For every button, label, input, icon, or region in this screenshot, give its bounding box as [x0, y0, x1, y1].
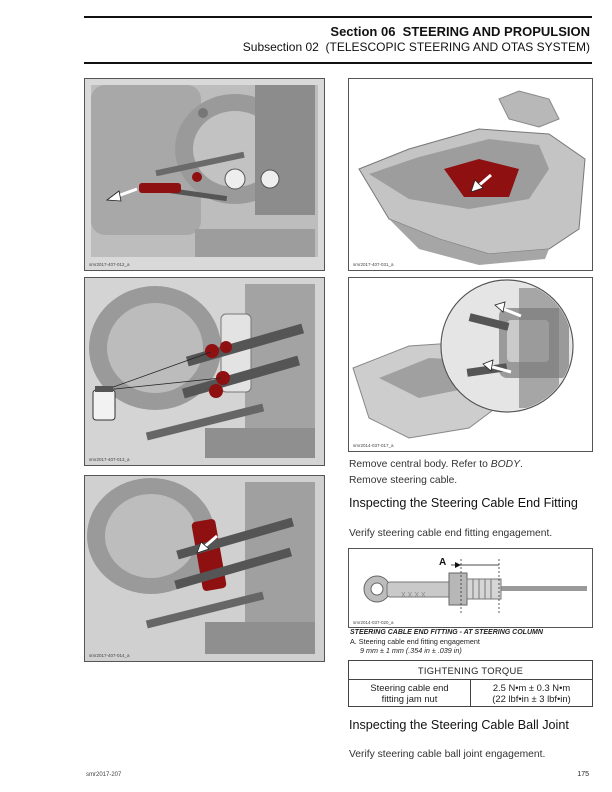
step-remove-steering-cable: Remove steering cable. [349, 475, 458, 486]
figure-steering-column-detail: smr2014-037-017_a [348, 277, 593, 452]
section-title: STEERING AND PROPULSION [402, 24, 590, 39]
header-bottom-rule [84, 62, 592, 64]
torque-table-title: TIGHTENING TORQUE [348, 660, 593, 680]
torque-item-cell: Steering cable end fitting jam nut [348, 679, 471, 707]
header-top-rule [84, 16, 592, 18]
subsection-heading: Subsection 02 (TELESCOPIC STEERING AND O… [243, 40, 590, 54]
jam-nuts-illustration [85, 278, 324, 465]
figure-caption-spec: 9 mm ± 1 mm (.354 in ± .039 in) [360, 646, 462, 655]
torque-value-cell: 2.5 N•m ± 0.3 N•m (22 lbf•in ± 3 lbf•in) [470, 679, 593, 707]
figure-cable-end-fitting-diagram: XXXX A smr2014-037-020_a [348, 548, 593, 628]
figure-jam-nuts: smr2017-407-013_a [84, 277, 325, 466]
figure-engine-cable-removal: smr2017-407-012_a [84, 78, 325, 271]
para-verify-end-fitting: Verify steering cable end fitting engage… [349, 528, 553, 539]
figure-caption-line-a: A. Steering cable end fitting engagement [350, 637, 480, 646]
end-fitting-nut-illustration [85, 476, 324, 661]
heading-inspect-end-fitting: Inspecting the Steering Cable End Fittin… [349, 496, 578, 510]
heading-inspect-ball-joint: Inspecting the Steering Cable Ball Joint [349, 718, 569, 732]
section-heading: Section 06 STEERING AND PROPULSION [330, 24, 590, 39]
tightening-torque-table: TIGHTENING TORQUE Steering cable end fit… [348, 660, 593, 707]
figure-caption-title: STEERING CABLE END FITTING - AT STEERING… [350, 629, 543, 636]
svg-text:XXXX: XXXX [401, 592, 428, 599]
callout-a: A [439, 557, 447, 568]
page-number: 175 [577, 771, 589, 778]
engine-cable-illustration [85, 79, 324, 270]
figure-end-fitting-nut: smr2017-407-014_a [84, 475, 325, 662]
subsection-title: (TELESCOPIC STEERING AND OTAS SYSTEM) [325, 40, 591, 54]
watercraft-illustration [349, 79, 592, 270]
body-reference-link[interactable]: BODY [490, 459, 520, 470]
figure-code: smr2017-407-014_a [89, 653, 130, 658]
steering-column-illustration [349, 278, 592, 451]
section-number: Section 06 [330, 24, 396, 39]
step-remove-central-body: Remove central body. Refer to BODY. [349, 459, 523, 470]
subsection-number: Subsection 02 [242, 40, 319, 54]
figure-code: smr2017-407-031_a [353, 262, 394, 267]
figure-code: smr2017-407-012_a [89, 262, 130, 267]
cable-end-fitting-illustration: XXXX [349, 549, 592, 627]
figure-watercraft-body: smr2017-407-031_a [348, 78, 593, 271]
para-verify-ball-joint: Verify steering cable ball joint engagem… [349, 749, 546, 760]
document-code: smr2017-207 [86, 772, 122, 778]
figure-code: smr2014-037-020_a [353, 620, 394, 625]
figure-code: smr2014-037-017_a [353, 443, 394, 448]
figure-code: smr2017-407-013_a [89, 457, 130, 462]
